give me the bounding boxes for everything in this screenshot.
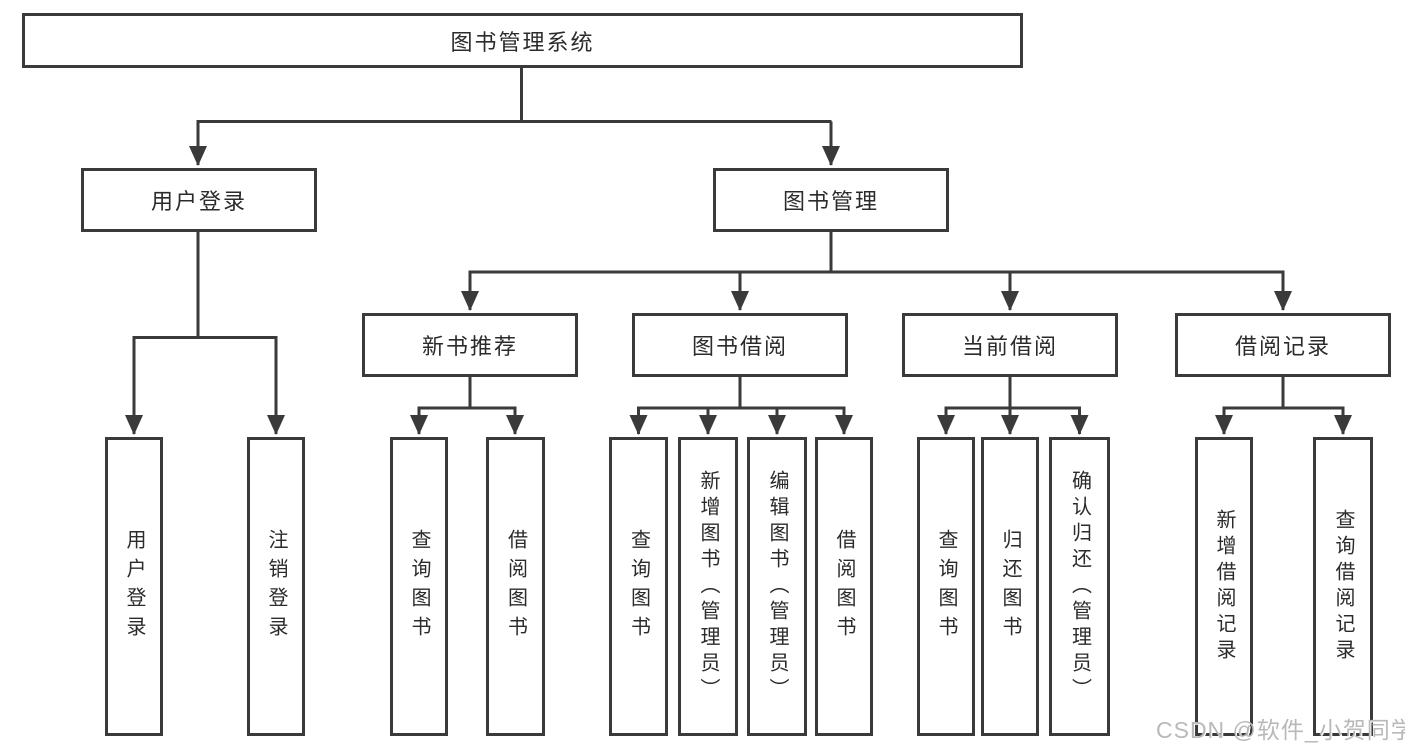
- node-root-system: 图书管理系统: [22, 13, 1023, 68]
- leaf-query-books-3: 查询图书: [917, 437, 975, 736]
- csdn-watermark: CSDN @软件_小贺同学: [1156, 717, 1405, 743]
- leaf-logout: 注销登录: [247, 437, 305, 736]
- leaf-borrow-books-1-label: 借阅图书: [504, 528, 527, 645]
- node-user-login: 用户登录: [81, 168, 317, 232]
- leaf-query-books-3-label: 查询图书: [935, 528, 957, 645]
- leaf-query-books-2: 查询图书: [609, 437, 668, 736]
- connector-root-to-level2: [196, 68, 832, 123]
- leaf-query-books-1: 查询图书: [390, 437, 448, 736]
- node-new-book-recommend: 新书推荐: [362, 313, 578, 377]
- leaf-add-book-admin-label: 新增图书（管理员）: [697, 469, 719, 704]
- leaf-confirm-return-admin-label: 确认归还（管理员）: [1068, 469, 1091, 704]
- connector-records-to-leaves: [1222, 377, 1345, 410]
- leaf-add-book-admin: 新增图书（管理员）: [678, 437, 738, 736]
- leaf-query-borrow-record-label: 查询借阅记录: [1332, 508, 1354, 665]
- connector-userlogin-to-leaves: [132, 232, 278, 339]
- leaf-return-book: 归还图书: [981, 437, 1039, 736]
- node-user-login-label: 用户登录: [150, 189, 247, 214]
- node-borrow-records: 借阅记录: [1175, 313, 1391, 377]
- leaf-user-login-label: 用户登录: [123, 528, 145, 645]
- connector-bookmgmt-to-level3: [468, 232, 1285, 274]
- node-current-borrow: 当前借阅: [902, 313, 1118, 377]
- connector-borrow-to-leaves: [637, 377, 846, 410]
- leaf-add-borrow-record: 新增借阅记录: [1195, 437, 1253, 736]
- node-new-book-recommend-label: 新书推荐: [421, 334, 518, 359]
- leaf-query-books-1-label: 查询图书: [408, 528, 430, 645]
- connector-newbooks-to-leaves: [417, 377, 517, 410]
- node-book-management-label: 图书管理: [782, 189, 879, 214]
- leaf-user-login: 用户登录: [105, 437, 163, 736]
- leaf-borrow-books-2: 借阅图书: [815, 437, 873, 736]
- node-root-label: 图书管理系统: [450, 29, 595, 55]
- connector-current-to-leaves: [944, 377, 1081, 410]
- leaf-logout-label: 注销登录: [265, 528, 287, 645]
- node-book-management: 图书管理: [713, 168, 949, 232]
- node-book-borrow: 图书借阅: [632, 313, 848, 377]
- node-borrow-records-label: 借阅记录: [1234, 334, 1331, 359]
- leaf-return-book-label: 归还图书: [999, 528, 1021, 645]
- leaf-query-books-2-label: 查询图书: [627, 528, 650, 645]
- node-book-borrow-label: 图书借阅: [691, 334, 788, 359]
- node-current-borrow-label: 当前借阅: [961, 334, 1058, 359]
- leaf-edit-book-admin-label: 编辑图书（管理员）: [766, 469, 788, 704]
- leaf-edit-book-admin: 编辑图书（管理员）: [747, 437, 807, 736]
- leaf-confirm-return-admin: 确认归还（管理员）: [1049, 437, 1110, 736]
- leaf-borrow-books-2-label: 借阅图书: [833, 528, 855, 645]
- leaf-query-borrow-record: 查询借阅记录: [1313, 437, 1373, 736]
- leaf-borrow-books-1: 借阅图书: [486, 437, 545, 736]
- leaf-add-borrow-record-label: 新增借阅记录: [1213, 508, 1235, 665]
